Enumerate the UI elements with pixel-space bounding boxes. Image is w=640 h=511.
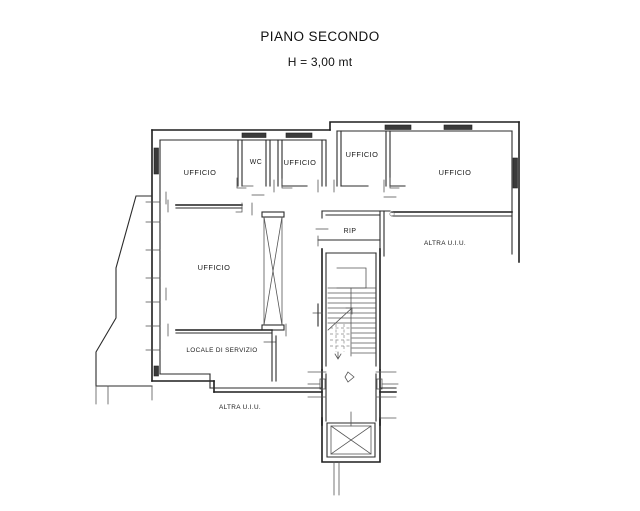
room-label-rip: RIP: [344, 228, 357, 235]
room-label-ufficio-left-lower: UFFICIO: [198, 263, 231, 272]
room-label-ufficio-top-3: UFFICIO: [346, 150, 379, 159]
left-wall-detail-ticks: [145, 191, 167, 377]
partition-walls-top-row: [237, 130, 406, 187]
outer-perimeter-walls: [151, 121, 520, 382]
window-openings-top: [241, 124, 473, 138]
room-label-locale-di-servizio: LOCALE DI SERVIZIO: [186, 347, 257, 354]
page-title: PIANO SECONDO: [260, 29, 380, 44]
stair-treads: [327, 287, 376, 354]
x-braced-partition: [261, 211, 285, 331]
partition-walls-left-lower: [167, 199, 287, 382]
door-symbols-top-row: [236, 177, 400, 198]
room-labels: UFFICIO WC UFFICIO UFFICIO UFFICIO UFFIC…: [184, 150, 472, 354]
room-label-ufficio-top-right: UFFICIO: [439, 168, 472, 177]
drawing-title-block: PIANO SECONDO H = 3,00 mt: [0, 28, 640, 71]
stair-dashed-flight: [330, 324, 350, 352]
elevator-shaft: [321, 411, 397, 496]
staircase: [312, 248, 381, 371]
window-openings-right: [512, 157, 518, 189]
balcony-outline: [95, 195, 153, 405]
drawing-height-note: H = 3,00 mt: [287, 55, 353, 69]
stair-direction-arrow: [327, 307, 353, 360]
annotation-altra-uiu-bottom: ALTRA U.I.U.: [219, 404, 261, 411]
room-label-ufficio-top-left: UFFICIO: [184, 168, 217, 177]
room-label-wc: WC: [250, 159, 262, 166]
room-label-ufficio-top-2: UFFICIO: [284, 158, 317, 167]
bottom-perimeter-walls: [151, 373, 397, 393]
lower-corridor: [307, 369, 399, 426]
plan-annotations: ALTRA U.I.U. ALTRA U.I.U.: [219, 240, 466, 411]
window-openings-left: [153, 147, 159, 175]
annotation-altra-uiu-right: ALTRA U.I.U.: [424, 240, 466, 247]
